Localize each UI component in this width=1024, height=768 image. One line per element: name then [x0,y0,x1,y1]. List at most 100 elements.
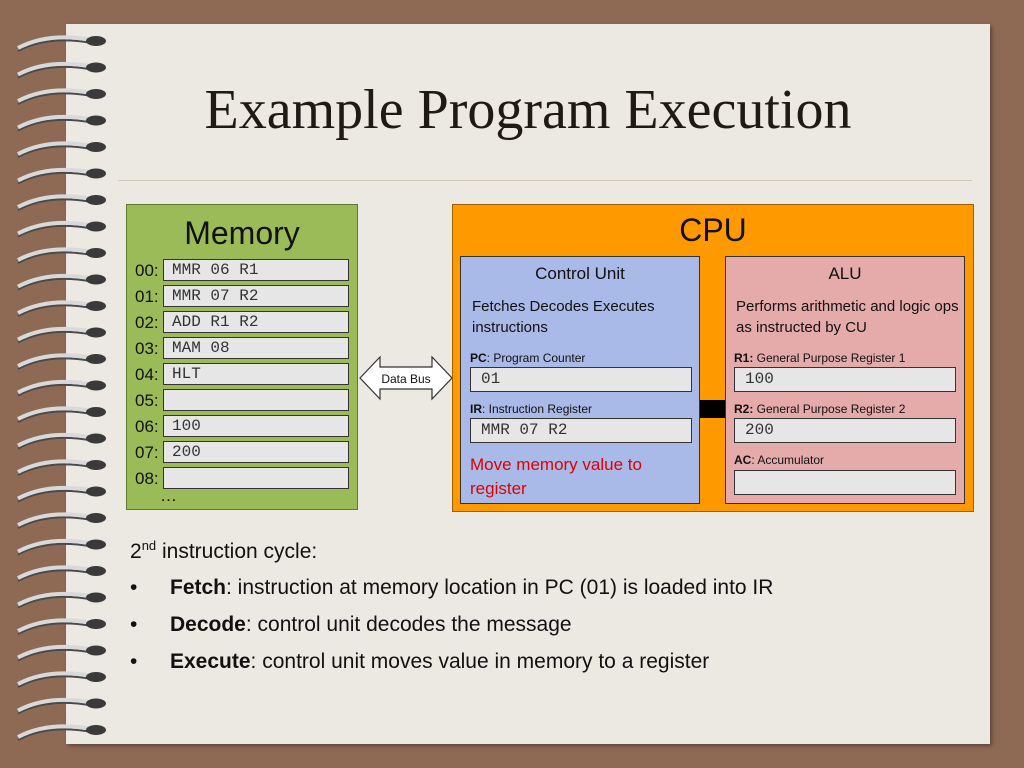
memory-cell: MAM 08 [163,337,349,359]
memory-row: 03: MAM 08 [127,337,359,363]
binding-ring-icon [17,512,106,529]
memory-cell [163,467,349,489]
memory-address: 03: [135,339,159,358]
binding-ring-icon [17,406,106,423]
binding-ring-icon [17,724,106,741]
bullet-text: Fetch: instruction at memory location in… [170,576,773,600]
memory-address: 04: [135,365,159,384]
memory-address: 07: [135,443,159,462]
binding-ring-icon [17,247,106,264]
memory-address: 02: [135,313,159,332]
r2-label: R2: General Purpose Register 2 [734,402,905,416]
memory-row: 07: 200 [127,441,359,467]
memory-row: 02: ADD R1 R2 [127,311,359,337]
cpu-title: CPU [679,212,747,248]
bullet-text: Execute: control unit moves value in mem… [170,650,709,674]
bullet-dot-icon: • [130,576,138,599]
memory-row: 05: [127,389,359,415]
binding-ring-icon [17,167,106,185]
memory-cell: HLT [163,363,349,385]
binding-ring-icon [17,697,106,715]
bullet-text: Decode: control unit decodes the message [170,613,572,637]
memory-cell: 200 [163,441,349,463]
data-bus-label: Data Bus [381,372,431,386]
bullet-term: Fetch [170,576,227,599]
bullet-dot-icon: • [130,650,138,673]
control-unit-description: Fetches Decodes Executes instructions [472,298,655,336]
binding-ring-icon [17,88,106,105]
cycle-heading: 2nd instruction cycle: [130,538,317,564]
bullet-term: Execute [170,650,251,673]
memory-address: 08: [135,469,159,488]
ac-label-text: : Accumulator [751,453,825,467]
binding-ring-icon [17,591,106,609]
bullet-dot-icon: • [130,613,138,636]
alu-description: Performs arithmetic and logic ops as ins… [736,298,959,336]
memory-address: 01: [135,287,159,306]
ac-label: AC: Accumulator [734,453,824,467]
bullet-term: Decode [170,613,246,636]
memory-cell: MMR 06 R1 [163,259,349,281]
pc-abbr: PC [470,351,487,365]
r1-register: 100 [734,367,956,392]
binding-ring-icon [17,353,106,370]
cycle-number: 2 [130,540,142,563]
bullet-description: : control unit decodes the message [245,613,572,636]
bullet-description: : control unit moves value in memory to … [250,650,710,673]
r1-label-text: General Purpose Register 1 [753,351,906,365]
cycle-ordinal: nd [141,538,157,553]
memory-row: 06: 100 [127,415,359,441]
r1-label: R1: General Purpose Register 1 [734,351,905,365]
r2-register: 200 [734,418,956,443]
bullet-description: : instruction at memory location in PC (… [226,576,774,599]
binding-ring-icon [17,61,106,79]
ir-label-text: : Instruction Register [482,402,593,416]
title-divider [118,180,972,181]
r2-abbr: R2: [734,402,754,416]
memory-row: 00: MMR 06 R1 [127,259,359,285]
memory-cell: ADD R1 R2 [163,311,349,333]
alu-title: ALU [828,264,862,283]
binding-ring-icon [17,300,106,317]
memory-row: 04: HLT [127,363,359,389]
memory-row: 01: MMR 07 R2 [127,285,359,311]
memory-address: 00: [135,261,159,280]
memory-ellipsis: … [160,486,177,505]
binding-ring-icon [17,35,106,52]
binding-ring-icon [17,379,106,397]
memory-cell: MMR 07 R2 [163,285,349,307]
binding-ring-icon [17,538,106,556]
memory-row: 08: [127,467,359,493]
memory-cell [163,389,349,411]
memory-title: Memory [184,215,300,251]
binding-ring-icon [17,644,106,662]
spiral-binding-icon [17,35,106,741]
r2-label-text: General Purpose Register 2 [753,402,906,416]
binding-ring-icon [17,432,106,450]
r1-abbr: R1: [734,351,754,365]
memory-block: Memory 00: MMR 06 R1 01: MMR 07 R2 02: A… [126,204,358,510]
cu-note: Move memory value to register [470,455,642,498]
page-title: Example Program Execution [204,79,852,141]
pc-label-text: : Program Counter [486,351,586,365]
binding-ring-icon [17,194,106,211]
pc-label: PC: Program Counter [470,351,585,365]
binding-ring-icon [17,565,106,582]
pc-register: 01 [470,367,692,392]
binding-ring-icon [17,273,106,291]
binding-ring-icon [17,326,106,344]
binding-ring-icon [17,618,106,635]
binding-ring-icon [17,220,106,238]
ac-register [734,470,956,495]
ir-register: MMR 07 R2 [470,418,692,443]
binding-ring-icon [17,459,106,476]
binding-ring-icon [17,671,106,688]
ir-abbr: IR [470,402,482,416]
memory-address: 06: [135,417,159,436]
ac-abbr: AC [734,453,752,467]
binding-ring-icon [17,485,106,503]
binding-ring-icon [17,114,106,132]
memory-cell: 100 [163,415,349,437]
binding-ring-icon [17,141,106,158]
cycle-heading-text: instruction cycle: [156,540,318,563]
